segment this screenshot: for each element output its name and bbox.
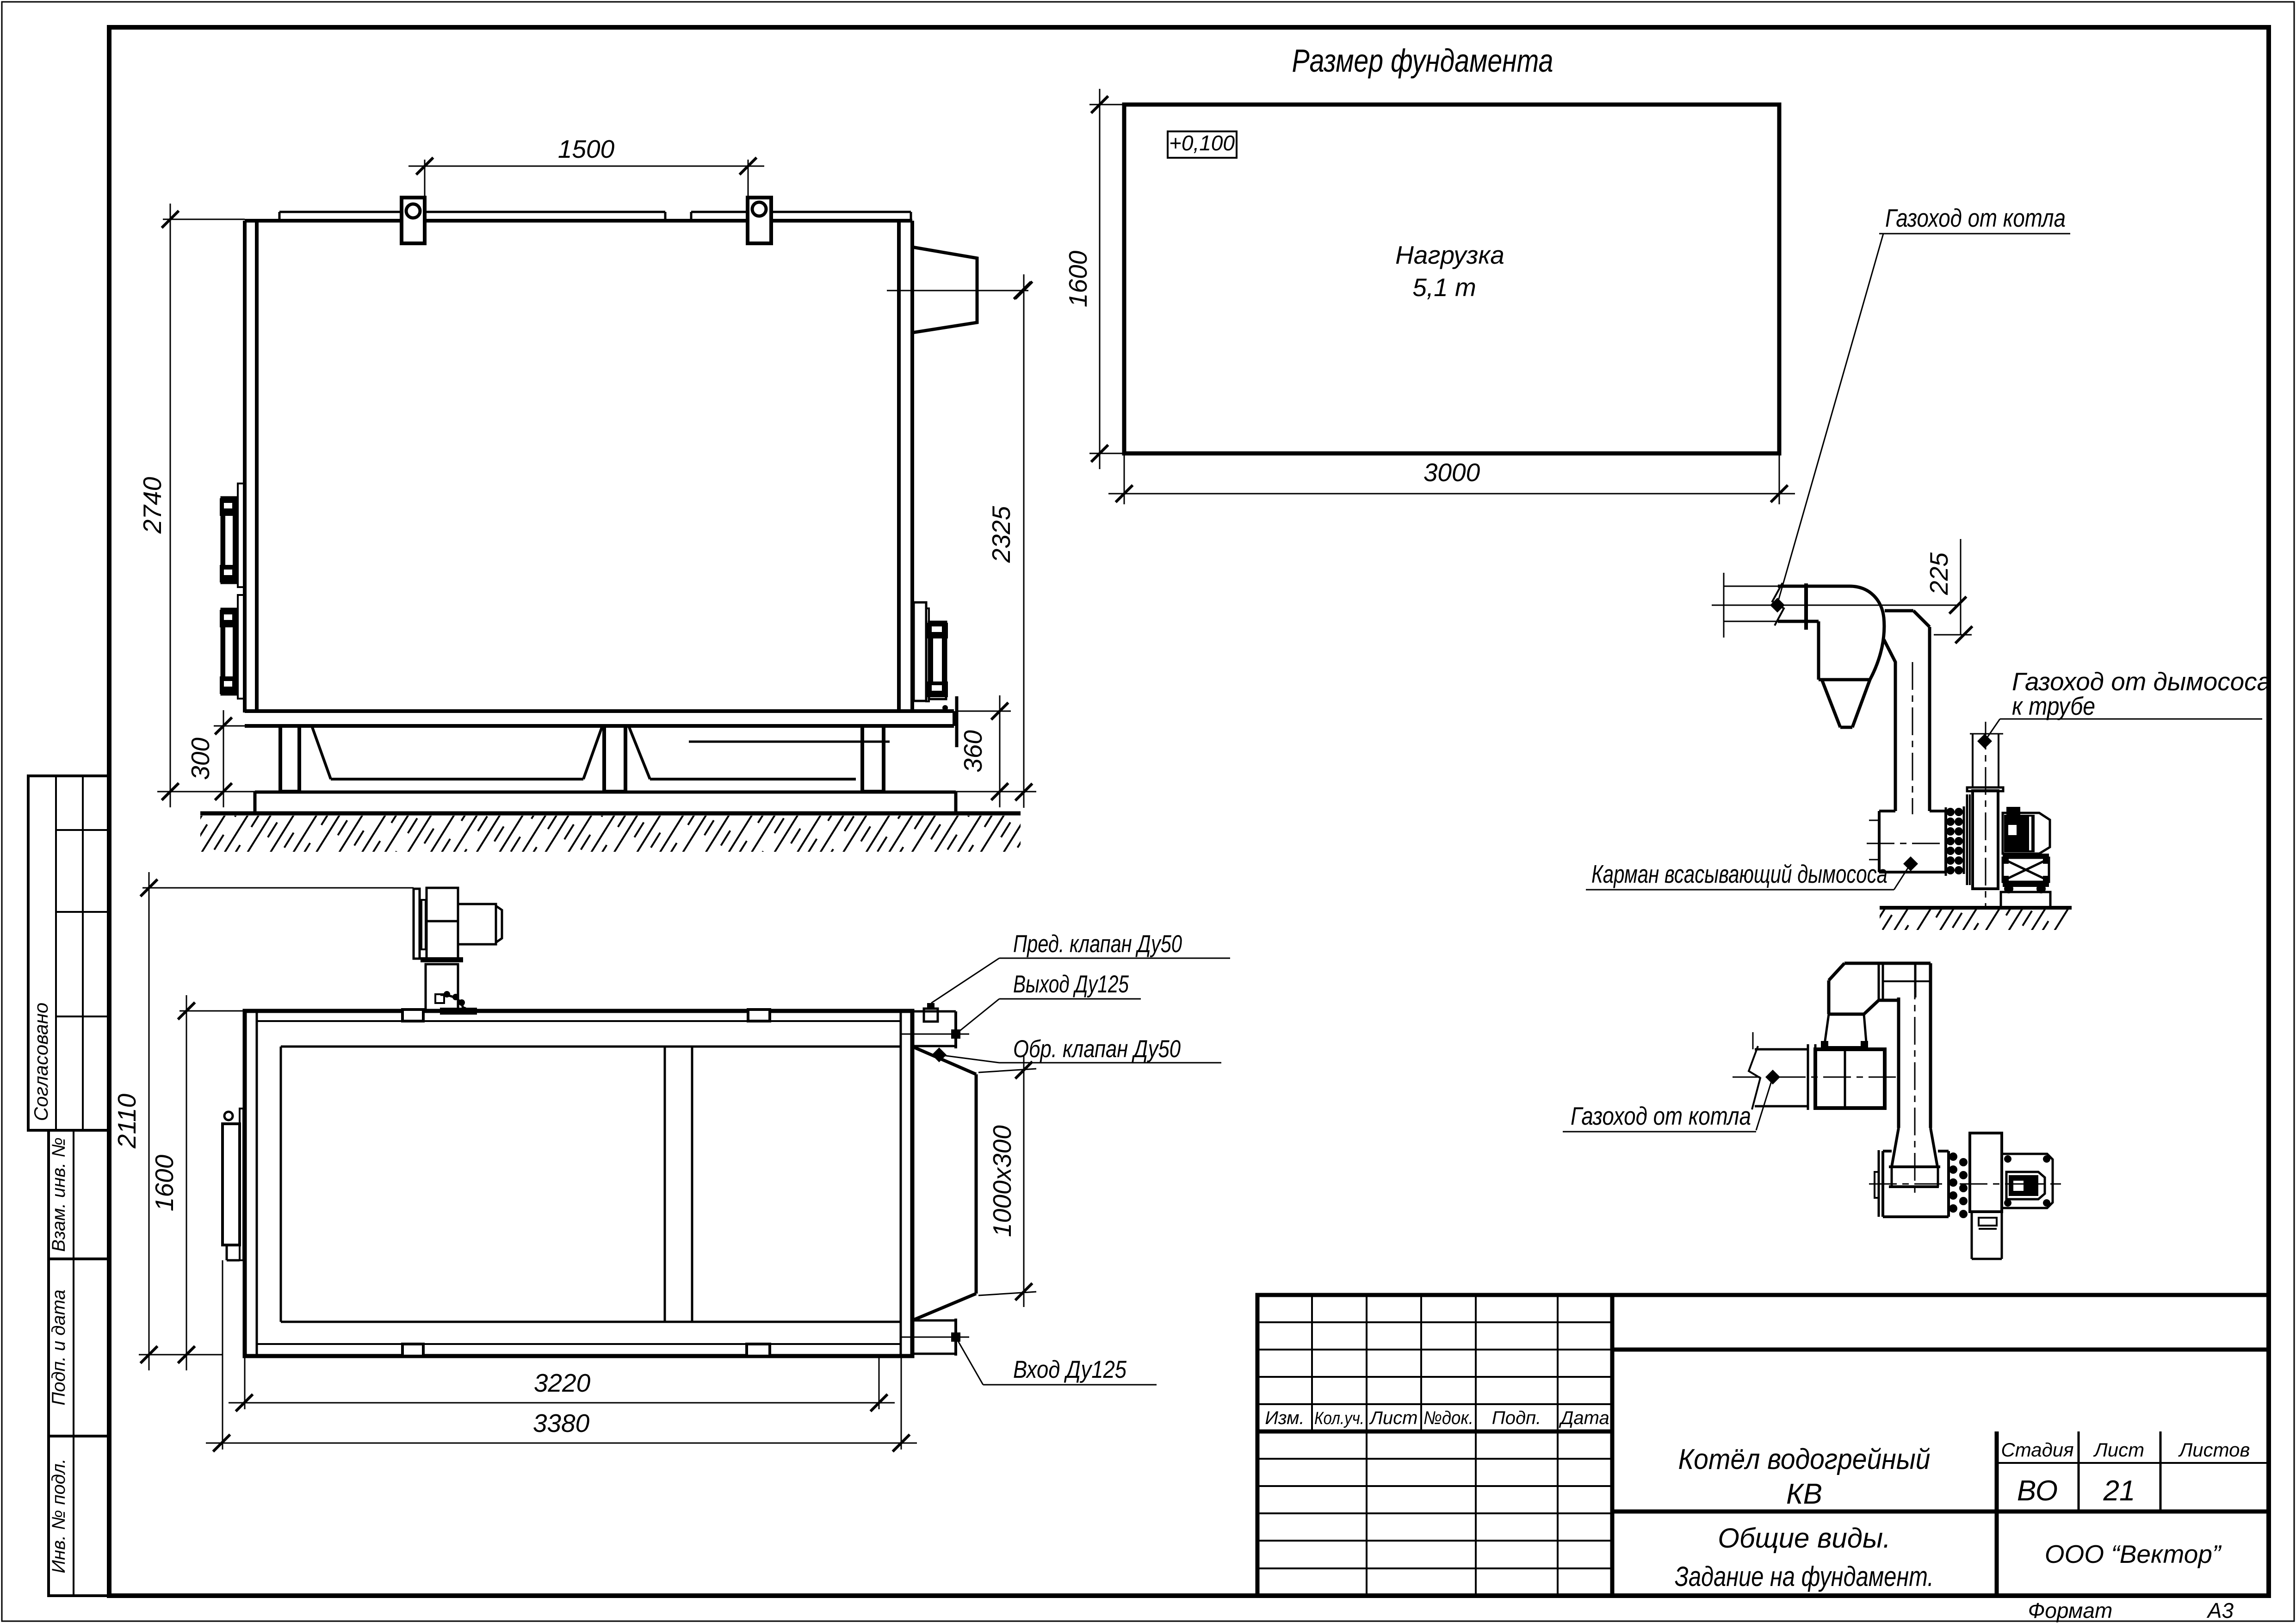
svg-text:Выход Ду125: Выход Ду125	[1013, 971, 1129, 998]
svg-text:Подп. и дата: Подп. и дата	[49, 1289, 69, 1405]
svg-text:Задание на фундамент.: Задание на фундамент.	[1675, 1561, 1934, 1592]
svg-text:Газоход от дымососа: Газоход от дымососа	[2012, 667, 2271, 696]
svg-text:3000: 3000	[1423, 458, 1480, 487]
svg-text:Кол.уч.: Кол.уч.	[1314, 1409, 1364, 1428]
svg-text:Обр. клапан Ду50: Обр. клапан Ду50	[1013, 1035, 1181, 1063]
svg-text:Инв. № подл.: Инв. № подл.	[49, 1458, 69, 1573]
svg-text:360: 360	[959, 730, 987, 773]
svg-text:3220: 3220	[534, 1369, 591, 1397]
svg-text:Листов: Листов	[2178, 1439, 2250, 1461]
svg-text:Нагрузка: Нагрузка	[1395, 241, 1504, 269]
svg-text:Лист: Лист	[2093, 1439, 2144, 1461]
svg-text:ООО “Вектор”: ООО “Вектор”	[2045, 1540, 2222, 1568]
svg-text:№док.: №док.	[1423, 1408, 1473, 1428]
svg-text:2740: 2740	[138, 477, 167, 534]
svg-text:2110: 2110	[112, 1093, 141, 1149]
svg-text:Дата: Дата	[1559, 1408, 1609, 1428]
svg-text:Стадия: Стадия	[2001, 1439, 2073, 1461]
svg-text:Взам. инв. №: Взам. инв. №	[49, 1137, 69, 1251]
svg-text:ВО: ВО	[2017, 1475, 2058, 1507]
svg-text:Размер фундамента: Размер фундамента	[1292, 43, 1553, 79]
svg-text:1600: 1600	[1064, 250, 1092, 307]
svg-text:А3: А3	[2206, 1598, 2234, 1623]
svg-text:Газоход от котла: Газоход от котла	[1885, 204, 2066, 232]
svg-text:225: 225	[1925, 552, 1953, 595]
svg-text:Формат: Формат	[2028, 1598, 2113, 1623]
svg-text:Газоход от котла: Газоход от котла	[1571, 1102, 1751, 1130]
svg-text:2325: 2325	[987, 506, 1015, 563]
svg-text:Подп.: Подп.	[1492, 1408, 1541, 1428]
svg-text:1500: 1500	[558, 135, 615, 163]
svg-text:5,1 т: 5,1 т	[1412, 273, 1476, 302]
svg-text:Котёл водогрейный: Котёл водогрейный	[1678, 1443, 1931, 1475]
svg-text:Вход Ду125: Вход Ду125	[1013, 1356, 1126, 1383]
svg-text:к трубе: к трубе	[2012, 692, 2095, 720]
svg-text:1000х300: 1000х300	[988, 1125, 1016, 1237]
svg-text:+0,100: +0,100	[1169, 131, 1235, 155]
svg-text:Общие виды.: Общие виды.	[1718, 1523, 1891, 1554]
svg-text:КВ: КВ	[1786, 1478, 1822, 1510]
svg-text:1600: 1600	[150, 1154, 179, 1211]
svg-text:3380: 3380	[533, 1409, 590, 1437]
svg-text:Карман всасывающий дымососа: Карман всасывающий дымососа	[1591, 860, 1888, 888]
svg-text:21: 21	[2103, 1475, 2135, 1507]
svg-text:Согласовано: Согласовано	[30, 1003, 52, 1121]
svg-text:Изм.: Изм.	[1265, 1408, 1304, 1428]
svg-text:300: 300	[186, 737, 215, 780]
svg-text:Пред. клапан Ду50: Пред. клапан Ду50	[1013, 930, 1182, 958]
svg-text:Лист: Лист	[1369, 1408, 1418, 1428]
